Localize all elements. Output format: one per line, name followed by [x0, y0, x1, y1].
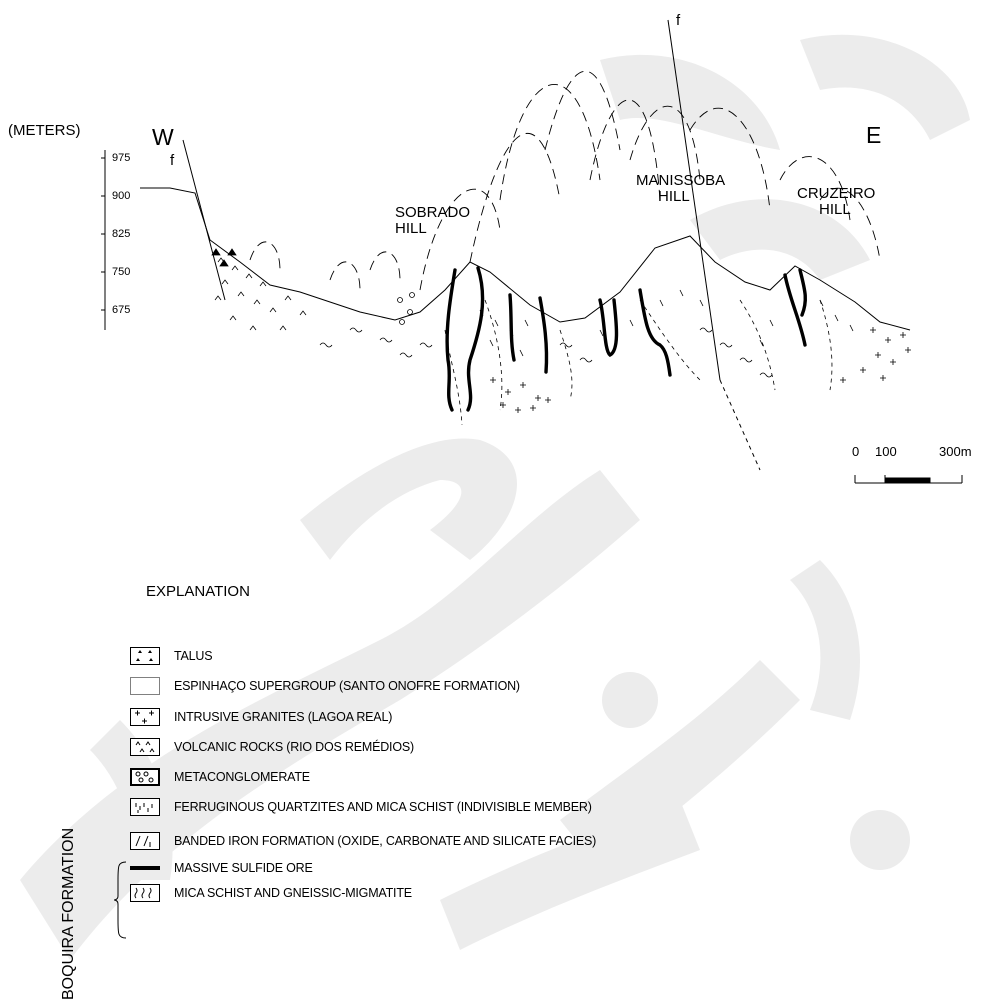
scale-bar — [854, 475, 963, 484]
legend-item-metaconglomerate: METACONGLOMERATE — [130, 767, 310, 787]
elevation-tick-975: 975 — [112, 152, 131, 164]
manissoba-hill-line2: HILL — [658, 188, 690, 205]
legend-item-quartzites: FERRUGINOUS QUARTZITES AND MICA SCHIST (… — [130, 797, 592, 817]
legend-label: INTRUSIVE GRANITES (LAGOA REAL) — [174, 710, 393, 724]
west-label: W — [152, 124, 174, 150]
manissoba-hill-label: MANISSOBA HILL — [636, 173, 725, 205]
legend-item-granites: INTRUSIVE GRANITES (LAGOA REAL) — [130, 707, 392, 727]
legend-label: ESPINHAÇO SUPERGROUP (SANTO ONOFRE FORMA… — [174, 679, 520, 693]
boquira-formation-label: BOQUIRA FORMATION — [60, 827, 77, 1000]
legend-item-banded-iron: BANDED IRON FORMATION (OXIDE, CARBONATE … — [130, 831, 596, 851]
cruzeiro-hill-line2: HILL — [819, 201, 851, 218]
legend-label: BANDED IRON FORMATION (OXIDE, CARBONATE … — [174, 834, 597, 848]
legend-item-espinhaco: ESPINHAÇO SUPERGROUP (SANTO ONOFRE FORMA… — [130, 676, 520, 696]
boquira-bracket — [113, 861, 127, 939]
scale-label-0: 0 — [852, 444, 860, 459]
legend-label: METACONGLOMERATE — [174, 770, 310, 784]
legend-item-volcanic: VOLCANIC ROCKS (RIO DOS REMÉDIOS) — [130, 737, 414, 757]
cruzeiro-hill-label: CRUZEIRO HILL — [797, 186, 875, 218]
elevation-tick-900: 900 — [112, 190, 131, 202]
caret-pattern-icon — [130, 738, 160, 756]
legend-item-talus: TALUS — [130, 646, 213, 666]
legend-label: TALUS — [174, 649, 213, 663]
cross-section — [101, 19, 963, 484]
legend-label: VOLCANIC ROCKS (RIO DOS REMÉDIOS) — [174, 740, 414, 754]
elevation-tick-825: 825 — [112, 228, 131, 240]
manissoba-hill-line1: MANISSOBA — [636, 172, 726, 189]
sobrado-hill-line2: HILL — [395, 220, 427, 237]
scale-label-100: 100 — [875, 444, 897, 459]
scale-label-300m: 300m — [939, 444, 972, 459]
fault-label-center: f — [676, 12, 681, 29]
explanation-title: EXPLANATION — [146, 583, 250, 600]
sobrado-hill-label: SOBRADO HILL — [395, 205, 470, 237]
pebble-pattern-icon — [130, 768, 160, 786]
legend-label: MASSIVE SULFIDE ORE — [174, 861, 313, 875]
cross-pattern-icon — [130, 708, 160, 726]
sobrado-hill-line1: SOBRADO — [395, 204, 471, 221]
central-fault — [667, 19, 721, 381]
slash-pattern-icon — [130, 832, 160, 850]
wave-pattern-icon — [130, 884, 160, 902]
ground-surface — [140, 187, 911, 331]
dash-pattern-icon — [130, 798, 160, 816]
plain-pattern-icon — [130, 677, 160, 695]
legend-item-mica-schist: MICA SCHIST AND GNEISSIC-MIGMATITE — [130, 883, 412, 903]
legend-label: MICA SCHIST AND GNEISSIC-MIGMATITE — [174, 886, 412, 900]
cruzeiro-hill-line1: CRUZEIRO — [797, 185, 876, 202]
elevation-tick-675: 675 — [112, 304, 131, 316]
units-label: (METERS) — [8, 122, 81, 139]
bar-pattern-icon — [130, 866, 160, 870]
legend-label: FERRUGINOUS QUARTZITES AND MICA SCHIST (… — [174, 800, 592, 814]
talus-pattern-icon — [130, 647, 160, 665]
elevation-tick-750: 750 — [112, 266, 131, 278]
west-fault — [182, 139, 226, 301]
legend-item-sulfide-ore: MASSIVE SULFIDE ORE — [130, 858, 313, 878]
fault-label-west: f — [170, 152, 175, 169]
east-label: E — [866, 122, 882, 148]
